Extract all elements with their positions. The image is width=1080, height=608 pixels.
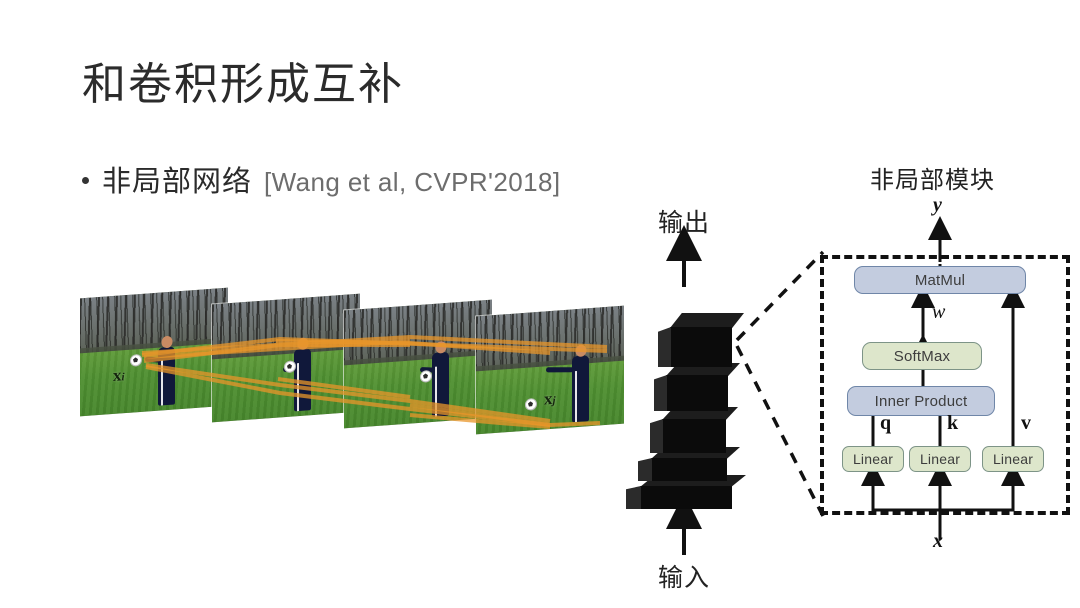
video-frame: xi bbox=[80, 287, 228, 417]
page-title: 和卷积形成互补 bbox=[82, 60, 404, 109]
frame-grass bbox=[212, 349, 360, 423]
label-w: w bbox=[932, 301, 946, 323]
player-head bbox=[297, 337, 308, 351]
player-head bbox=[435, 341, 446, 355]
player-head bbox=[161, 335, 172, 349]
frame-player bbox=[144, 335, 175, 406]
box-linear-q[interactable]: Linear bbox=[842, 446, 904, 472]
frame-grass bbox=[80, 343, 228, 417]
frame-label-xi-symbol: x bbox=[113, 365, 122, 386]
frame-player bbox=[419, 341, 449, 418]
module-dashed-border bbox=[820, 255, 1070, 515]
frame-label-xj-subscript: j bbox=[552, 394, 556, 407]
label-q: q bbox=[880, 412, 892, 434]
player-arm bbox=[545, 367, 575, 373]
box-linear-v[interactable]: Linear bbox=[982, 446, 1044, 472]
frame-label-xj: xj bbox=[544, 389, 556, 410]
box-linear-k[interactable]: Linear bbox=[909, 446, 971, 472]
bullet-line: 非局部网络 [Wang et al, CVPR'2018] bbox=[82, 158, 560, 200]
column-arrows bbox=[666, 225, 702, 555]
label-v: v bbox=[1021, 412, 1031, 434]
frame-player bbox=[282, 337, 311, 412]
network-block bbox=[650, 407, 738, 453]
player-stripe bbox=[575, 370, 577, 423]
box-softmax[interactable]: SoftMax bbox=[862, 342, 982, 370]
video-frame-sequence: xi bbox=[80, 275, 625, 460]
bullet-dot-icon bbox=[82, 177, 89, 184]
input-label: 输入 bbox=[658, 564, 711, 592]
video-frame bbox=[344, 299, 492, 429]
player-head bbox=[575, 344, 586, 358]
frame-label-xi: xi bbox=[113, 365, 125, 386]
player-stripe bbox=[297, 362, 299, 412]
box-inner-product[interactable]: Inner Product bbox=[847, 386, 995, 416]
label-k: k bbox=[947, 412, 959, 434]
network-block bbox=[658, 313, 744, 367]
label-y: y bbox=[933, 194, 942, 216]
module-title: 非局部模块 bbox=[870, 167, 995, 194]
video-frame bbox=[212, 293, 360, 423]
frame-label-xj-symbol: x bbox=[544, 388, 553, 409]
non-local-module: 非局部模块 bbox=[795, 167, 1070, 560]
label-x: x bbox=[933, 530, 943, 552]
network-column: 输出 bbox=[620, 195, 790, 595]
network-block bbox=[654, 363, 740, 411]
frame-player bbox=[545, 344, 589, 423]
video-frame: xj bbox=[476, 305, 624, 435]
frame-label-xi-subscript: i bbox=[121, 371, 125, 384]
bullet-text: 非局部网络 bbox=[102, 166, 253, 198]
box-matmul[interactable]: MatMul bbox=[854, 266, 1026, 294]
player-stripe bbox=[161, 360, 163, 406]
player-stripe bbox=[435, 366, 437, 418]
bullet-citation: [Wang et al, CVPR'2018] bbox=[264, 167, 561, 197]
frame-grass bbox=[344, 355, 492, 429]
